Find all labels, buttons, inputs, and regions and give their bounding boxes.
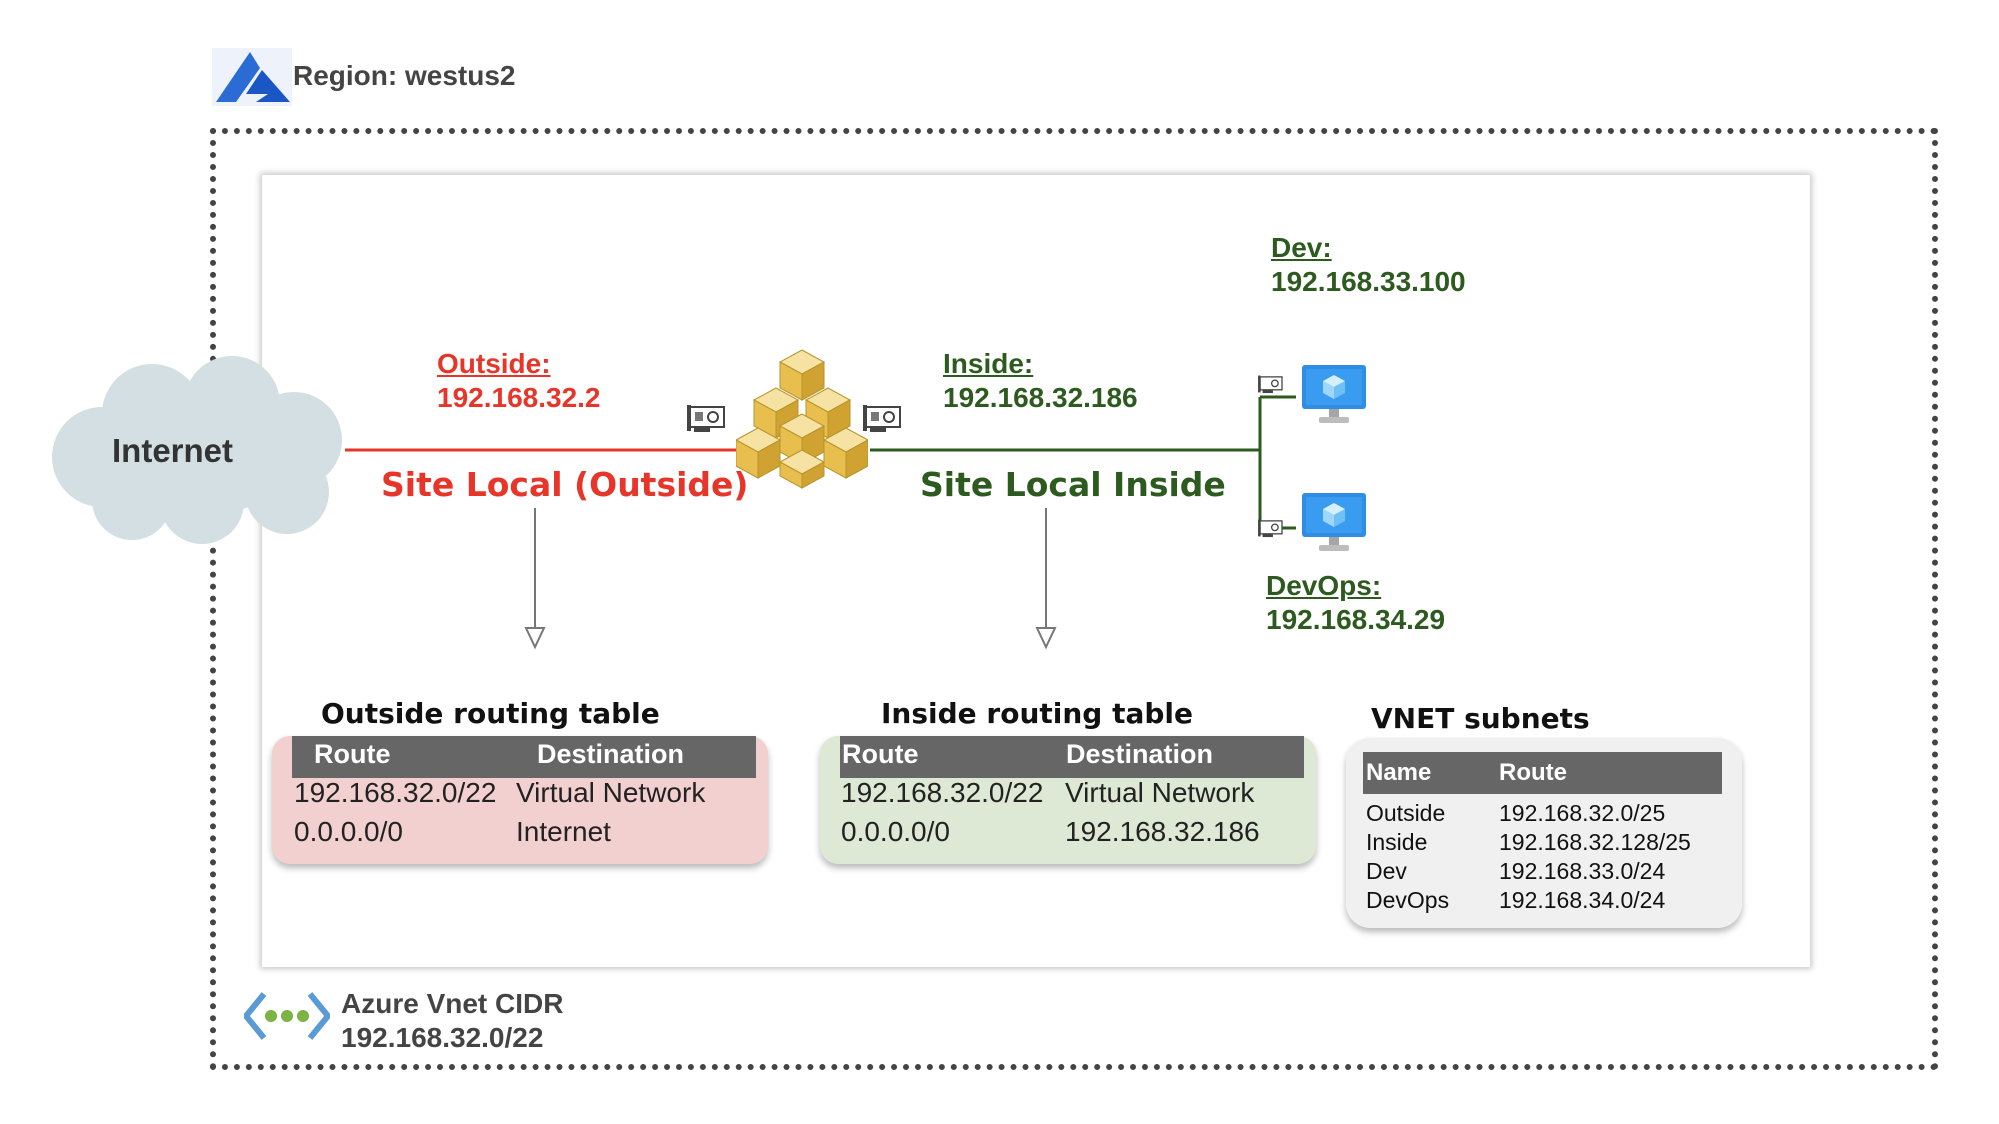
destination-cell: Virtual Network [1065,777,1255,808]
route-cell: 192.168.32.0/22 [841,777,1044,808]
inside-table-title: Inside routing table [881,697,1193,730]
route-cell: 192.168.32.0/22 [294,777,497,808]
header-destination: Destination [537,739,685,769]
header-route: Route [842,739,919,769]
table-row: 192.168.34.0/24 [1499,886,1665,915]
name-cell: Dev [1366,858,1407,884]
inside-routing-table: Route Destination 192.168.32.0/22 Virtua… [820,736,1316,864]
route-cell: 0.0.0.0/0 [294,816,403,847]
outside-nic-ip: 192.168.32.2 [437,382,601,413]
outside-segment-label: Site Local (Outside) [381,465,749,504]
table-row: 0.0.0.0/0 [841,816,950,848]
table-row: 192.168.32.0/22 [294,777,496,809]
region-boundary [210,128,1938,1070]
vnet-subnets-title: VNET subnets [1371,702,1590,735]
table-row: Dev [1366,857,1407,886]
vnet-cidr-value: 192.168.32.0/22 [341,1022,544,1053]
table-row: Virtual Network [1065,777,1254,809]
nic-card-icon [862,401,904,440]
region-label: Region: westus2 [293,60,516,91]
dev-label: Dev: 192.168.33.100 [1271,231,1466,299]
table-row: 192.168.32.186 [1065,816,1260,848]
table-row: Outside [1366,799,1445,828]
table-header: Name Route [1363,752,1722,794]
header-route: Route [314,739,391,769]
outside-table-title: Outside routing table [321,697,660,730]
name-cell: DevOps [1366,887,1450,913]
table-row: Inside [1366,828,1427,857]
outside-nic-title: Outside: [437,348,551,379]
vnet-cidr-title: Azure Vnet CIDR [341,988,564,1019]
vnet-cidr-label: Azure Vnet CIDR 192.168.32.0/22 [341,987,563,1055]
table-row: 192.168.33.0/24 [1499,857,1665,886]
vm-monitor-icon [1301,364,1367,431]
route-cell: 192.168.32.128/25 [1499,829,1691,855]
dev-title: Dev: [1271,232,1332,263]
vnet-peering-icon [243,990,331,1047]
inside-nic-title: Inside: [943,348,1034,379]
header-name: Name [1366,759,1432,786]
table-row: DevOps [1366,886,1449,915]
route-cell: 192.168.33.0/24 [1499,858,1666,884]
route-cell: 192.168.34.0/24 [1499,887,1666,913]
route-cell: 192.168.32.0/25 [1499,800,1666,826]
destination-cell: Virtual Network [516,777,706,808]
header-destination: Destination [1066,739,1214,769]
nic-card-icon [1257,517,1285,544]
name-cell: Outside [1366,800,1446,826]
destination-cell: 192.168.32.186 [1065,816,1260,847]
table-row: Internet [516,816,611,848]
outside-nic-label: Outside: 192.168.32.2 [437,347,601,415]
name-cell: Inside [1366,829,1428,855]
outside-routing-table: Route Destination 192.168.32.0/22 Virtua… [272,736,768,864]
route-cell: 0.0.0.0/0 [841,816,950,847]
azure-logo-icon [212,48,292,106]
table-row: 192.168.32.0/25 [1499,799,1665,828]
dev-ip: 192.168.33.100 [1271,266,1466,297]
inside-segment-label: Site Local Inside [920,465,1226,504]
table-row: 0.0.0.0/0 [294,816,403,848]
table-row: Virtual Network [516,777,705,809]
cloud-icon [32,352,352,547]
nic-card-icon [1257,373,1285,400]
nic-card-icon [686,401,728,440]
table-header: Route Destination [292,736,756,778]
nva-cubes-icon [734,348,870,495]
destination-cell: Internet [516,816,611,847]
table-row: 192.168.32.0/22 [841,777,1043,809]
vnet-subnets-table: Name Route Outside 192.168.32.0/25 Insid… [1346,738,1742,928]
table-header: Route Destination [840,736,1304,778]
table-row: 192.168.32.128/25 [1499,828,1691,857]
inside-nic-ip: 192.168.32.186 [943,382,1138,413]
header-route: Route [1499,759,1567,786]
devops-title: DevOps: [1266,570,1382,601]
inside-nic-label: Inside: 192.168.32.186 [943,347,1138,415]
internet-label: Internet [112,432,234,469]
vm-monitor-icon [1301,492,1367,559]
devops-ip: 192.168.34.29 [1266,604,1446,635]
devops-label: DevOps: 192.168.34.29 [1266,569,1445,637]
